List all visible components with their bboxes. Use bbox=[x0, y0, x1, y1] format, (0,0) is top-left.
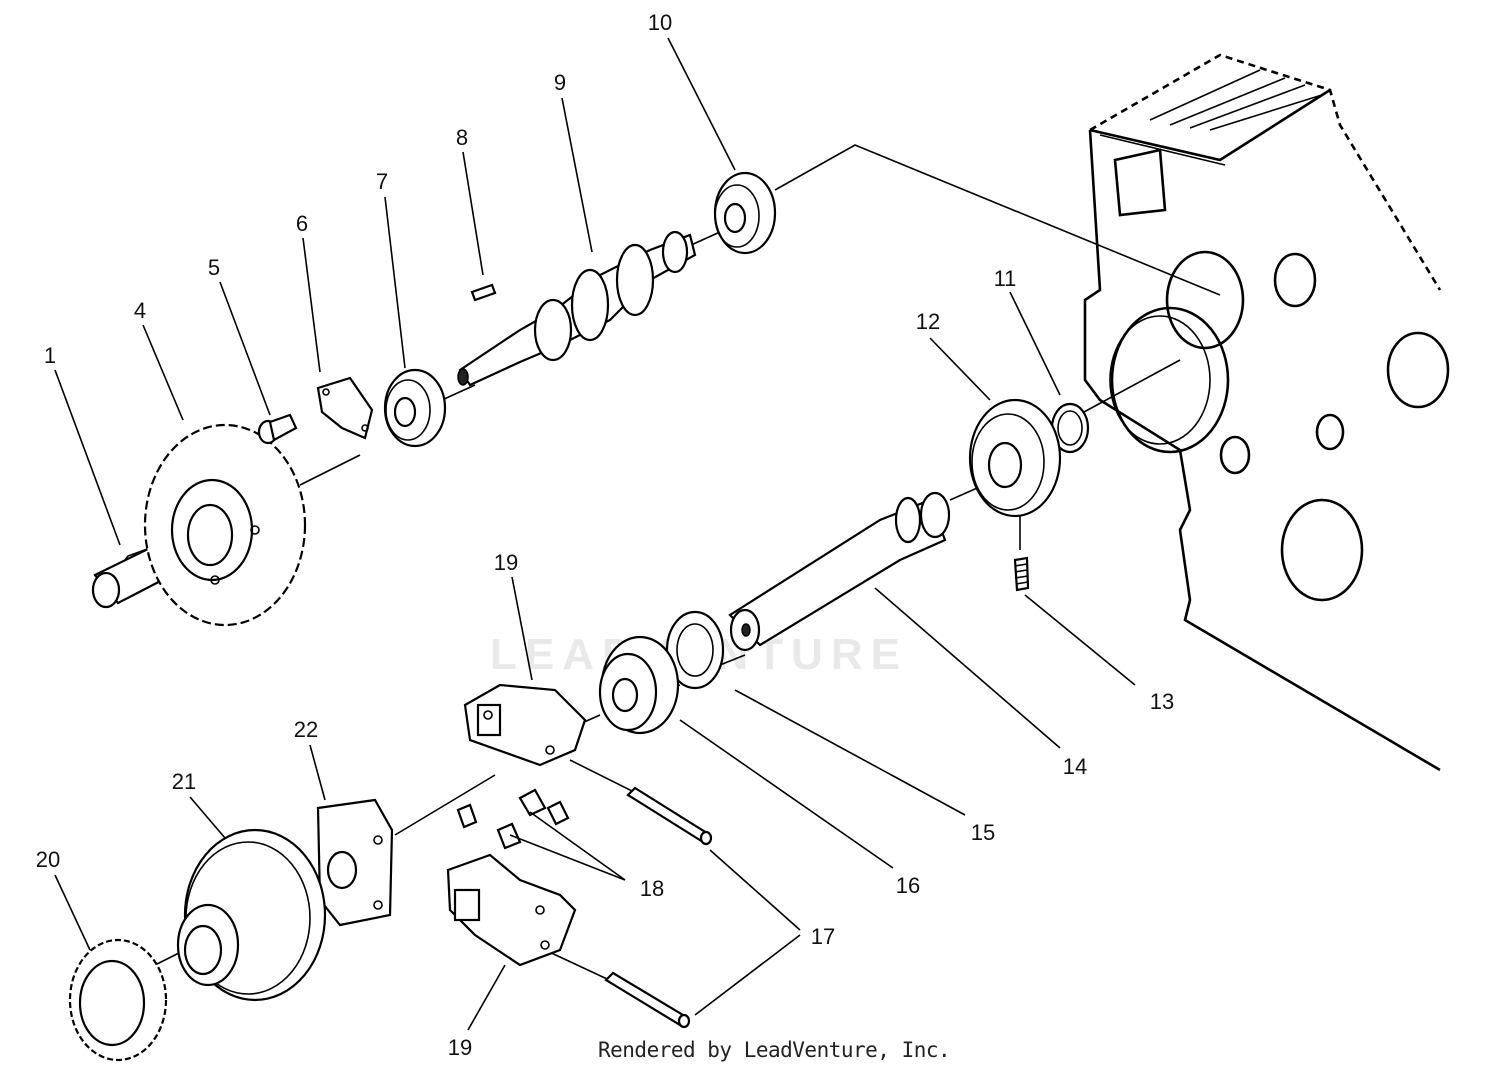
callout-1: 1 bbox=[43, 343, 57, 368]
callout-10: 10 bbox=[647, 10, 673, 35]
callout-18: 18 bbox=[639, 876, 665, 901]
callout-8: 8 bbox=[455, 125, 469, 150]
callout-9: 9 bbox=[553, 70, 567, 95]
part-7-bearing bbox=[383, 368, 447, 448]
part-18-fasteners bbox=[456, 788, 570, 850]
part-17-pins bbox=[604, 786, 713, 1029]
part-16-pulley bbox=[598, 635, 680, 735]
callout-16: 16 bbox=[895, 873, 921, 898]
part-14-shaft bbox=[728, 491, 951, 652]
callout-12: 12 bbox=[915, 309, 941, 334]
render-credit: Rendered by LeadVenture, Inc. bbox=[598, 1038, 951, 1062]
part-20-sprocket bbox=[68, 938, 168, 1062]
callout-5: 5 bbox=[207, 255, 221, 280]
part-4-gear bbox=[143, 423, 307, 627]
part-5-bolt bbox=[257, 413, 298, 445]
callout-20: 20 bbox=[35, 847, 61, 872]
callout-13: 13 bbox=[1149, 689, 1175, 714]
callout-21: 21 bbox=[171, 769, 197, 794]
callout-6: 6 bbox=[295, 211, 309, 236]
part-9-camshaft bbox=[457, 230, 697, 387]
callout-4: 4 bbox=[133, 298, 147, 323]
part-10-bearing bbox=[713, 171, 777, 255]
callout-7: 7 bbox=[375, 169, 389, 194]
callout-19-lower: 19 bbox=[447, 1035, 473, 1060]
part-12-bearing bbox=[968, 398, 1062, 518]
engine-block bbox=[1083, 53, 1450, 772]
callout-14: 14 bbox=[1062, 754, 1088, 779]
part-22-bracket bbox=[316, 798, 394, 927]
part-19-flyweight-upper bbox=[463, 683, 587, 767]
part-8-key bbox=[470, 283, 497, 302]
part-6-retainer bbox=[316, 376, 374, 440]
leader-lines bbox=[54, 37, 1136, 1031]
alignment-lines bbox=[154, 144, 1221, 986]
part-13-set-screw bbox=[1013, 556, 1030, 592]
part-19-flyweight-lower bbox=[446, 853, 577, 967]
callout-22: 22 bbox=[293, 717, 319, 742]
callout-15: 15 bbox=[970, 820, 996, 845]
callout-11: 11 bbox=[993, 266, 1017, 291]
callout-19-upper: 19 bbox=[493, 550, 519, 575]
part-21-drum bbox=[176, 828, 327, 1002]
callout-17: 17 bbox=[810, 924, 836, 949]
